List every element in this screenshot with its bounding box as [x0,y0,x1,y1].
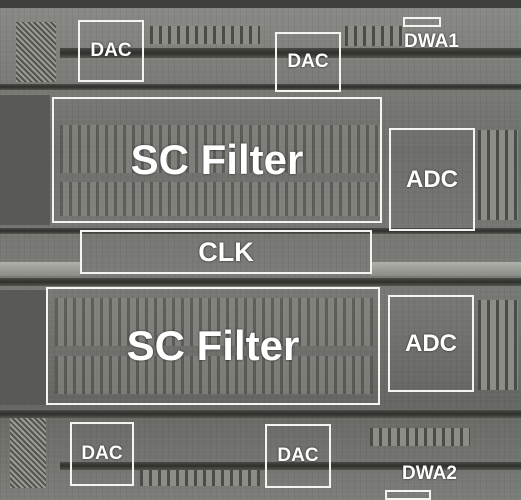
dwa2-block [385,490,431,500]
bondpad-top-left [16,22,56,82]
cell-row-bottom-1 [370,428,470,446]
rail-mid-3 [370,262,521,276]
cell-row-top-2 [345,26,405,46]
dwa1-block [403,17,441,27]
sc-filter-label: SC Filter [130,136,304,183]
bondpad-bottom-left [10,418,46,488]
dac-block-top-left: DAC [78,20,144,82]
sc-filter-block-bottom: SC Filter [46,287,380,405]
cell-row-top-1 [150,26,260,44]
rail-mid-2 [0,262,80,276]
dac-label: DAC [90,40,132,61]
filter-top-cells-1 [60,125,380,173]
cell-column-right-2 [478,300,518,390]
dac-block-bottom-left: DAC [70,422,134,486]
filter-bottom-cells-1 [55,298,373,346]
dac-block-top-right: DAC [275,32,341,92]
rail-top-2 [0,84,521,90]
sc-filter-block-top: SC Filter [52,97,382,223]
strip-left-1 [0,95,50,225]
dac-label: DAC [277,445,319,466]
rail-bottom-2 [60,462,521,470]
rail-top-1 [60,48,521,58]
clk-label: CLK [198,236,254,267]
filter-bottom-cells-2 [55,356,373,394]
dwa1-label: DWA1 [404,31,459,52]
adc-label: ADC [405,329,457,357]
dwa2-label: DWA2 [402,463,457,484]
dac-label: DAC [287,51,329,72]
strip-left-2 [0,290,46,405]
adc-block-top: ADC [389,128,475,231]
clk-block: CLK [80,230,372,274]
die-edge-top [0,0,521,8]
dac-block-bottom-right: DAC [265,424,331,488]
rail-bottom-1 [0,410,521,418]
adc-block-bottom: ADC [388,295,474,392]
sc-filter-label: SC Filter [126,322,300,369]
cell-column-right-1 [478,130,518,220]
adc-label: ADC [406,165,458,193]
rail-mid-4 [0,278,521,286]
dac-label: DAC [81,443,123,464]
filter-top-cells-2 [60,182,380,216]
cell-row-bottom-2 [140,470,260,486]
